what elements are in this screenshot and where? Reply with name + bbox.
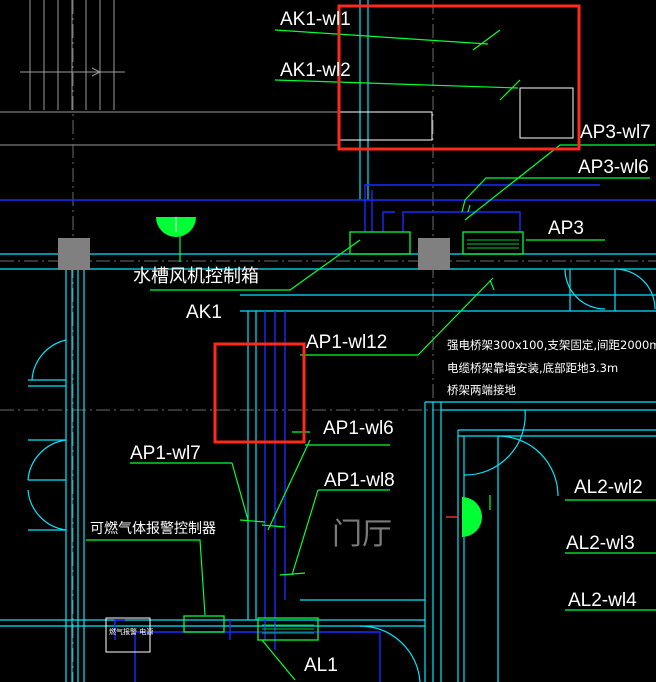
ak1-wl2-box — [519, 87, 574, 139]
label-ap3-wl6: AP3-wl6 — [578, 157, 649, 178]
highlight-box-top — [337, 4, 581, 151]
label-al2-wl2: AL2-wl2 — [574, 477, 643, 498]
label-gas-alarm: 可燃气体报警控制器 — [90, 520, 216, 537]
column-center — [418, 238, 450, 270]
wall-lamp-right-icon — [462, 497, 482, 537]
ap3-panel — [462, 231, 524, 255]
label-ap1-wl7: AP1-wl7 — [130, 443, 201, 464]
tray-note-2: 电缆桥架靠墙安装,底部距地3.3m — [447, 361, 618, 375]
label-al2-wl4: AL2-wl4 — [568, 590, 637, 611]
leader-lines — [86, 29, 656, 681]
label-ak1-wl2: AK1-wl2 — [280, 60, 351, 81]
wiring — [0, 184, 656, 682]
label-ak1: AK1 — [186, 302, 222, 323]
label-ak1-wl1: AK1-wl1 — [280, 9, 351, 30]
small-power-box — [105, 617, 151, 653]
tray-note-3: 桥架两端接地 — [447, 383, 516, 397]
al1-panel — [257, 617, 319, 641]
ak1-panel — [349, 231, 411, 255]
label-al1: AL1 — [304, 655, 338, 676]
gas-alarm-panel — [183, 615, 225, 633]
equipment — [105, 87, 574, 653]
label-ap3: AP3 — [548, 218, 584, 239]
label-ap3-wl7: AP3-wl7 — [580, 122, 651, 143]
column-left — [58, 238, 90, 270]
label-ap1-wl8: AP1-wl8 — [324, 470, 395, 491]
stair-hatch — [0, 0, 340, 146]
label-ap1-wl6: AP1-wl6 — [323, 418, 394, 439]
highlight-box-mid — [213, 342, 306, 444]
tray-note-1: 强电桥架300x100,支架固定,间距2000m — [447, 338, 656, 352]
label-lobby: 门厅 — [332, 517, 392, 552]
label-fan-box: 水槽风机控制箱 — [133, 266, 259, 287]
label-al2-wl3: AL2-wl3 — [566, 533, 635, 554]
label-ap1-wl12: AP1-wl12 — [306, 332, 387, 353]
label-small-box: 燃气报警 电源 — [109, 627, 153, 636]
